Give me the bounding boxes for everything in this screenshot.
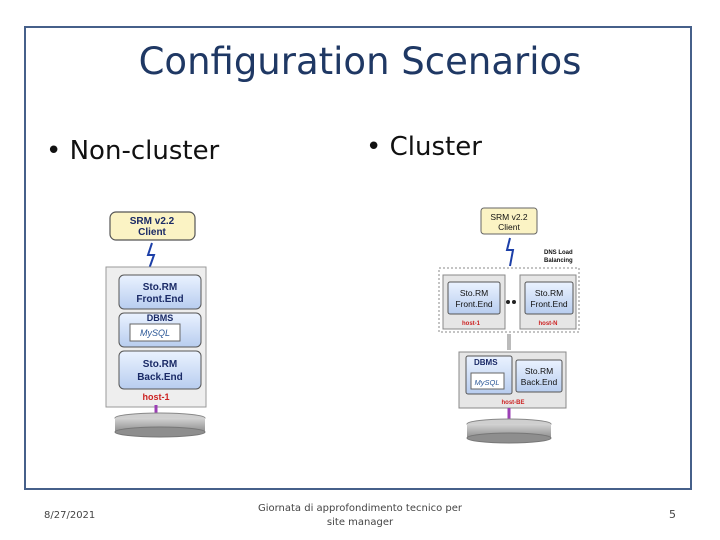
slide-frame bbox=[24, 26, 692, 490]
backend-box bbox=[515, 359, 563, 393]
mysql-logo: MySQL bbox=[140, 328, 170, 338]
storage-disk-bottom bbox=[114, 426, 206, 438]
mysql-logo-box bbox=[129, 323, 181, 342]
footer-center-line1: Giornata di approfondimento tecnico per bbox=[257, 503, 463, 514]
cluster-boundary bbox=[438, 267, 580, 333]
frontend-1-box bbox=[447, 281, 501, 315]
frontend-line1: Sto.RM bbox=[143, 282, 177, 293]
dns-line2: Balancing bbox=[544, 258, 573, 264]
storage-disk-bottom bbox=[466, 432, 552, 444]
srm-client-box bbox=[480, 207, 538, 235]
backend-line2: Back.End bbox=[521, 377, 558, 387]
non-cluster-diagram: SRM v2.2 Client Sto.RM Front.End DBMS My… bbox=[105, 211, 207, 438]
page-number: 5 bbox=[669, 508, 676, 521]
backend-host: host-BE bbox=[502, 400, 525, 406]
frontend-line2: Front.End bbox=[136, 294, 183, 305]
bullet-non-cluster: • Non-cluster bbox=[46, 136, 219, 166]
footer-center: Giornata di approfondimento tecnico per … bbox=[230, 502, 490, 530]
host-label: host-1 bbox=[143, 392, 170, 402]
srm-client-line2: Client bbox=[498, 222, 520, 232]
frontend-1-host: host-1 bbox=[462, 321, 481, 327]
frontend-1-line1: Sto.RM bbox=[460, 288, 488, 298]
ellipsis-dot bbox=[506, 300, 510, 304]
dns-line1: DNS Load bbox=[544, 250, 573, 256]
bullet-dot: • bbox=[366, 132, 390, 162]
bullet-non-cluster-label: Non-cluster bbox=[69, 136, 220, 166]
footer-date: 8/27/2021 bbox=[44, 510, 96, 521]
ellipsis-dot bbox=[512, 300, 516, 304]
backend-box bbox=[118, 350, 202, 390]
dbms-label: DBMS bbox=[147, 313, 174, 323]
srm-client-line1: SRM v2.2 bbox=[490, 212, 528, 222]
backend-line1: Sto.RM bbox=[525, 366, 553, 376]
mysql-logo: MySQL bbox=[474, 378, 499, 387]
srm-client-line2: Client bbox=[138, 227, 166, 238]
cluster-diagram: SRM v2.2 Client DNS Load Balancing Sto.R… bbox=[438, 207, 580, 444]
backend-line2: Back.End bbox=[137, 372, 183, 383]
bullet-cluster: • Cluster bbox=[366, 132, 482, 162]
srm-client-box bbox=[109, 211, 196, 241]
lightning-icon bbox=[146, 242, 156, 270]
dbms-label: DBMS bbox=[474, 358, 498, 367]
frontend-box bbox=[118, 274, 202, 310]
frontend-n-line1: Sto.RM bbox=[535, 288, 563, 298]
frontend-n-line2: Front.End bbox=[530, 299, 568, 309]
frontend-n-box bbox=[524, 281, 574, 315]
bullet-dot: • bbox=[46, 136, 70, 166]
backend-line1: Sto.RM bbox=[143, 359, 177, 370]
srm-client-line1: SRM v2.2 bbox=[130, 216, 175, 227]
mysql-logo-box bbox=[470, 372, 505, 390]
frontend-1-line2: Front.End bbox=[455, 299, 493, 309]
frontend-n-host: host-N bbox=[539, 321, 558, 327]
footer-center-line2: site manager bbox=[326, 517, 394, 528]
slide-title: Configuration Scenarios bbox=[138, 40, 582, 83]
lightning-icon bbox=[505, 237, 515, 267]
bullet-cluster-label: Cluster bbox=[389, 132, 482, 162]
